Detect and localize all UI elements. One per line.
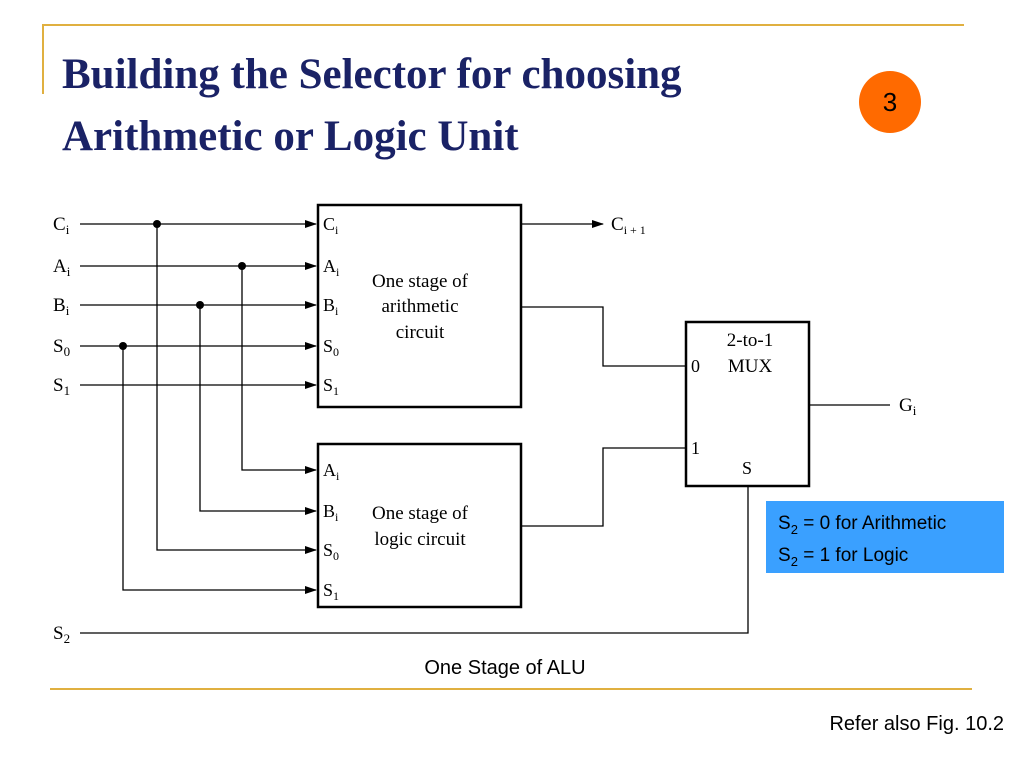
note-line-logic: S2 = 1 for Logic [778, 544, 909, 569]
mux-select-label: S [742, 458, 752, 478]
arith-port-ai: Ai [323, 256, 340, 279]
input-label-s1: S1 [53, 375, 70, 398]
arith-port-ci: Ci [323, 214, 339, 237]
arith-label-line-3: circuit [396, 322, 445, 343]
top-accent-rule [42, 24, 964, 26]
output-label-gi: Gi [899, 395, 917, 418]
diagram-caption: One Stage of ALU [424, 657, 586, 679]
logic-label-line-2: logic circuit [374, 529, 466, 550]
mux-label-line-1: 2-to-1 [727, 330, 773, 351]
input-label-ai: Ai [53, 256, 71, 279]
mux-input-1-label: 1 [691, 438, 700, 458]
reference-note: Refer also Fig. 10.2 [829, 713, 1004, 735]
note-line-arithmetic: S2 = 0 for Arithmetic [778, 513, 947, 537]
title-line-1: Building the Selector for choosing [62, 51, 682, 98]
alu-stage-diagram: Ci Ai Bi S0 S1 S2 Ci Ai Bi S0 S1 One sta… [53, 203, 917, 646]
logic-port-ai: Ai [323, 460, 340, 483]
logic-label-line-1: One stage of [372, 503, 469, 524]
mux-input-0-label: 0 [691, 356, 700, 376]
slide-number: 3 [882, 87, 898, 117]
left-accent-rule [42, 24, 44, 94]
logic-port-s1: S1 [323, 580, 339, 603]
slide-number-badge: 3 [859, 71, 921, 133]
junction-dots [119, 220, 246, 350]
bottom-accent-rule [50, 688, 972, 690]
arith-port-s1: S1 [323, 375, 339, 398]
logic-block [316, 442, 523, 609]
arith-label-line-1: One stage of [372, 271, 469, 292]
mux-label-line-2: MUX [728, 356, 773, 377]
slide-title: Building the Selector for choosing Arith… [62, 44, 852, 168]
arith-label-line-2: arithmetic [381, 296, 458, 317]
carry-out-label: Ci + 1 [611, 214, 646, 237]
input-label-bi: Bi [53, 295, 70, 318]
input-label-s2: S2 [53, 623, 70, 646]
input-label-s0: S0 [53, 336, 70, 359]
input-label-ci: Ci [53, 214, 70, 237]
arith-port-s0: S0 [323, 336, 339, 359]
logic-port-bi: Bi [323, 501, 339, 524]
logic-input-wires [122, 224, 317, 594]
output-wires [80, 220, 890, 634]
logic-port-s0: S0 [323, 540, 339, 563]
select-note-box: S2 = 0 for Arithmetic S2 = 1 for Logic [766, 501, 1004, 573]
arith-port-bi: Bi [323, 295, 339, 318]
title-line-2: Arithmetic or Logic Unit [62, 113, 519, 160]
arithmetic-block [316, 203, 523, 409]
